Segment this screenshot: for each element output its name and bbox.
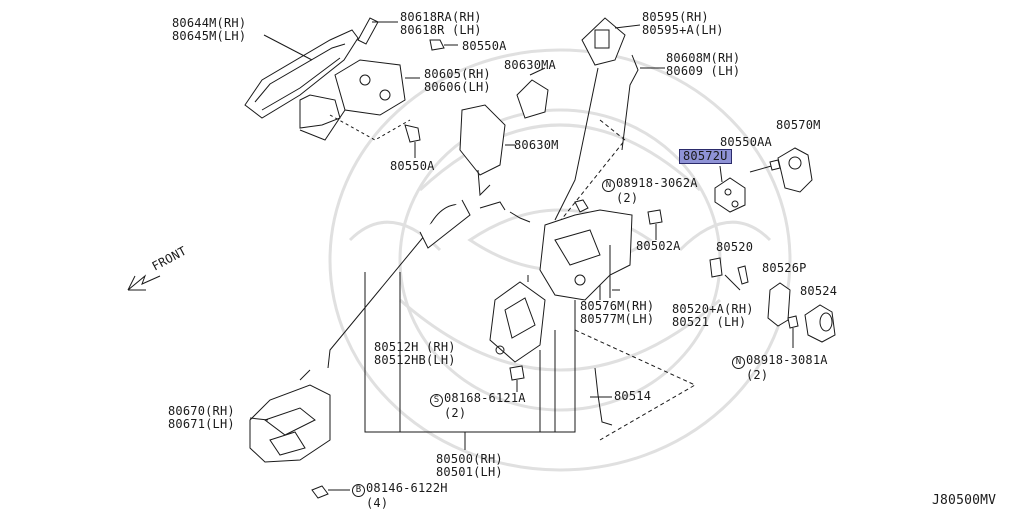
nut-bottom-part — [787, 315, 799, 329]
key-cylinder-part — [804, 304, 836, 343]
bolt-80502a-part — [647, 209, 663, 240]
diagram-code: J80500MV — [932, 493, 997, 508]
door-lock-part — [539, 209, 633, 301]
striker-part — [777, 147, 813, 193]
actuator-part — [489, 275, 546, 363]
bolt-top-part — [429, 39, 458, 51]
label-80570m: 80570M — [776, 118, 821, 132]
label-80524: 80524 — [800, 284, 838, 298]
label-80630ma: 80630MA — [504, 58, 556, 72]
gasket-80526p-part — [767, 282, 791, 327]
label-80595: 80595(RH)80595+A(LH) — [642, 10, 724, 37]
guide-dashed-1 — [544, 119, 626, 241]
label-80605: 80605(RH)80606(LH) — [424, 67, 491, 94]
b-circle-icon: B — [352, 484, 365, 497]
label-80520: 80520 — [716, 240, 754, 254]
front-arrow-icon — [127, 274, 161, 291]
guide-dashed-2 — [574, 329, 697, 441]
label-80512h: 80512H (RH)80512HB(LH) — [374, 340, 456, 367]
inside-handle-part — [581, 17, 641, 66]
label-80526p: 80526P — [762, 261, 807, 275]
label-80644m: 80644M(RH)80645M(LH) — [172, 16, 247, 43]
label-80502a: 80502A — [636, 239, 681, 253]
label-80550a-mid: 80550A — [390, 159, 435, 173]
clip-part — [709, 257, 749, 285]
n-circle-icon: N — [602, 179, 615, 192]
bracket-large-part — [459, 104, 515, 197]
label-80550aa: 80550AA — [720, 135, 772, 149]
bolt-mid-part — [404, 124, 421, 158]
gasket-part — [357, 17, 398, 45]
handle-frame-part — [299, 59, 420, 141]
label-80608m: 80608M(RH)80609 (LH) — [666, 51, 741, 78]
bracket-small-part — [516, 67, 549, 119]
screw-part — [509, 365, 525, 392]
nut-top-part — [574, 199, 589, 213]
shim-part — [714, 165, 746, 213]
lower-bracket-part — [249, 369, 331, 463]
bolt-08146-part — [311, 485, 350, 499]
bolt-80550aa-part — [749, 159, 781, 173]
label-80630m: 80630M — [514, 138, 559, 152]
label-80520a: 80520+A(RH)80521 (LH) — [672, 302, 754, 329]
watermark-emblem — [328, 48, 792, 472]
label-80576m: 80576M(RH)80577M(LH) — [580, 299, 655, 326]
n-circle-icon: N — [732, 356, 745, 369]
label-80572u-highlighted[interactable]: 80572U — [679, 149, 732, 164]
rod-80514-part — [594, 367, 613, 426]
cable-clip — [479, 201, 506, 211]
rod-part — [621, 54, 665, 151]
cable-end-part — [509, 211, 531, 223]
inside-cable — [554, 67, 599, 221]
label-80500: 80500(RH)80501(LH) — [436, 452, 503, 479]
label-80670: 80670(RH)80671(LH) — [168, 404, 235, 431]
label-80514: 80514 — [614, 389, 652, 403]
label-80618ra: 80618RA(RH)80618R (LH) — [400, 10, 482, 37]
s-circle-icon: S — [430, 394, 443, 407]
label-80550a-top: 80550A — [462, 39, 507, 53]
